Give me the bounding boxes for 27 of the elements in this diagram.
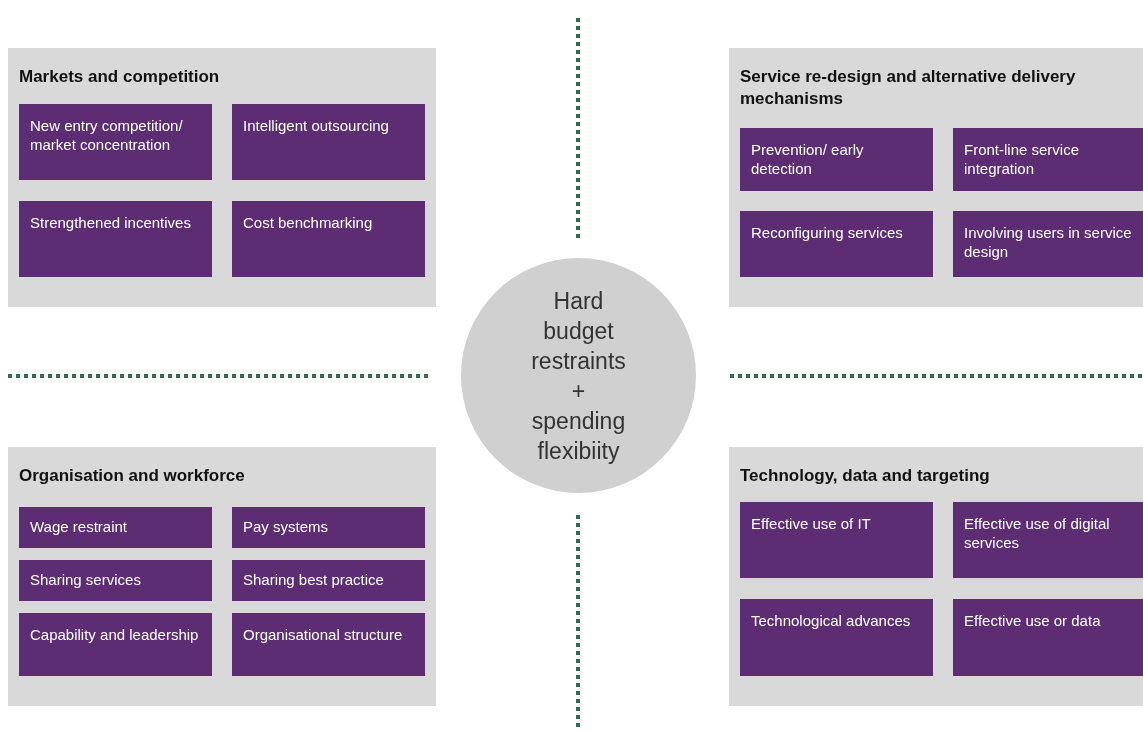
item-box: Intelligent outsourcing — [232, 104, 425, 180]
item-box: Effective use or data — [953, 599, 1143, 676]
item-box: Technological advances — [740, 599, 933, 676]
item-box: Front-line service integration — [953, 128, 1143, 191]
item-box: Sharing services — [19, 560, 212, 601]
item-box: Wage restraint — [19, 507, 212, 548]
item-box: Strengthened incentives — [19, 201, 212, 277]
circle-label: Hard budget restraints + spending flexibiity — [530, 286, 627, 466]
item-box: Reconfiguring services — [740, 211, 933, 277]
item-box: Involving users in service design — [953, 211, 1143, 277]
panel-heading: Markets and competition — [19, 66, 221, 88]
item-box: Pay systems — [232, 507, 425, 548]
item-box: Prevention/ early detection — [740, 128, 933, 191]
item-box: Cost benchmarking — [232, 201, 425, 277]
item-box: New entry competition/ market concentration — [19, 104, 212, 180]
category-panel — [729, 447, 1143, 706]
item-box: Effective use of digital services — [953, 502, 1143, 578]
panel-heading: Organisation and workforce — [19, 465, 246, 487]
category-panel — [8, 48, 436, 307]
item-box: Effective use of IT — [740, 502, 933, 578]
panel-heading: Technology, data and targeting — [740, 465, 991, 487]
panel-heading: Service re-design and alternative delivery mechanisms — [740, 66, 1077, 110]
item-box: Capability and leadership — [19, 613, 212, 676]
item-box: Organisational structure — [232, 613, 425, 676]
item-box: Sharing best practice — [232, 560, 425, 601]
category-panel — [729, 48, 1143, 307]
category-panel — [8, 447, 436, 706]
